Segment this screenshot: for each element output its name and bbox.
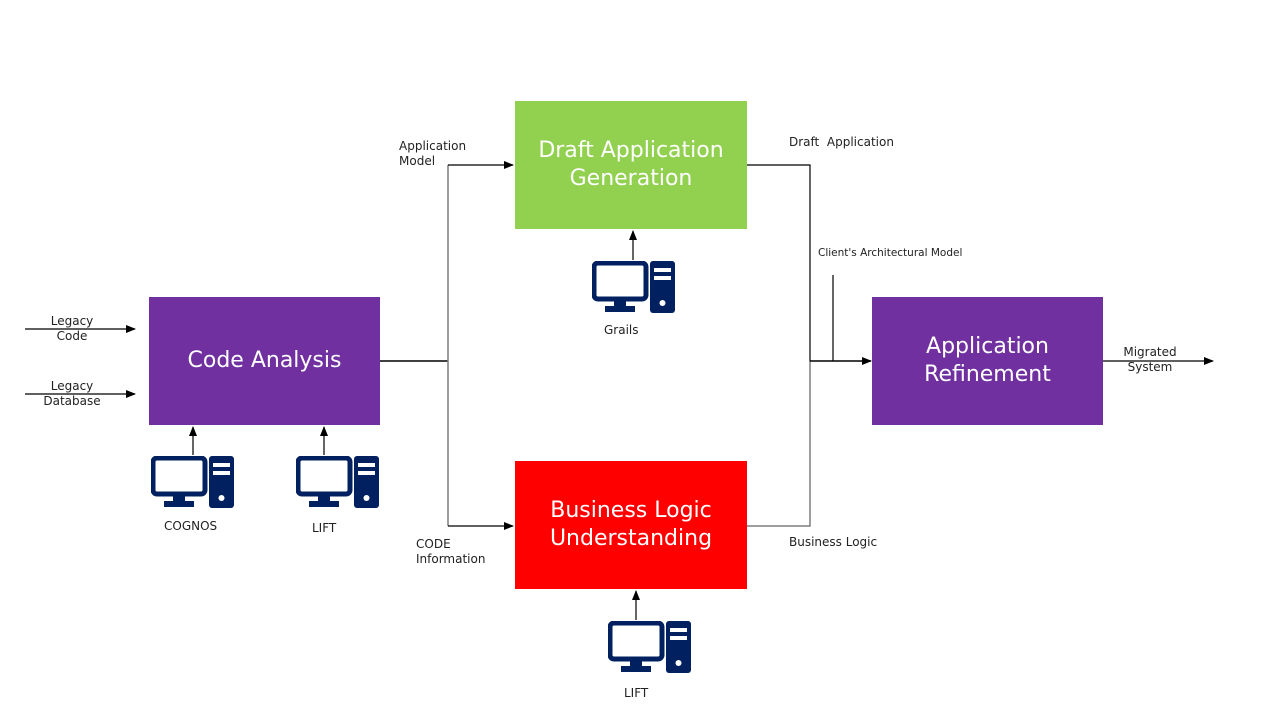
draft-output-connector [747,164,811,361]
migrated-system-label-line2: System [1127,360,1173,374]
migrated-system-label: Migrated System [1116,345,1184,375]
legacy-code-label-line2: Code [56,329,88,343]
lift-code-label: LIFT [312,521,337,535]
code-analysis-title: Code Analysis [187,348,342,373]
cognos-label: COGNOS [164,519,218,533]
desktop-computer-icon [608,621,691,673]
refinement-title-line2: Refinement [924,362,1051,387]
lift-business-label: LIFT [624,686,649,700]
migrated-system-label-line1: Migrated [1123,345,1177,359]
client-arch-model-label: Client's Architectural Model [818,247,963,259]
legacy-database-label-line2: Database [43,394,101,408]
draft-application-label: Draft Application [789,135,894,149]
draft-generation-box: Draft Application Generation [515,101,747,229]
refinement-box: Application Refinement [872,297,1103,425]
draft-generation-title-line2: Generation [569,166,693,191]
business-logic-title-line2: Understanding [549,526,713,551]
legacy-database-label: Legacy Database [38,379,106,409]
application-model-label-line1: Application [399,139,467,153]
code-information-label: CODE Information [416,537,485,567]
grails-label: Grails [604,323,639,337]
code-analysis-box: Code Analysis [149,297,380,425]
application-model-label: Application Model [399,139,466,169]
draft-generation-title-line1: Draft Application [538,138,724,163]
business-logic-label: Business Logic [789,535,878,549]
refinement-title-line1: Application [926,334,1049,359]
legacy-code-label-line1: Legacy [50,314,94,328]
legacy-code-label: Legacy Code [42,314,102,344]
business-logic-box: Business Logic Understanding [515,461,747,589]
code-information-label-line1: CODE [416,537,451,551]
desktop-computer-icon [296,456,379,508]
desktop-computer-icon [592,261,675,313]
legacy-database-label-line1: Legacy [50,379,94,393]
desktop-computer-icon [151,456,234,508]
business-logic-title-line1: Business Logic [550,498,712,523]
application-model-label-line2: Model [399,154,436,168]
business-output-connector [747,361,811,527]
code-information-label-line2: Information [416,552,486,566]
